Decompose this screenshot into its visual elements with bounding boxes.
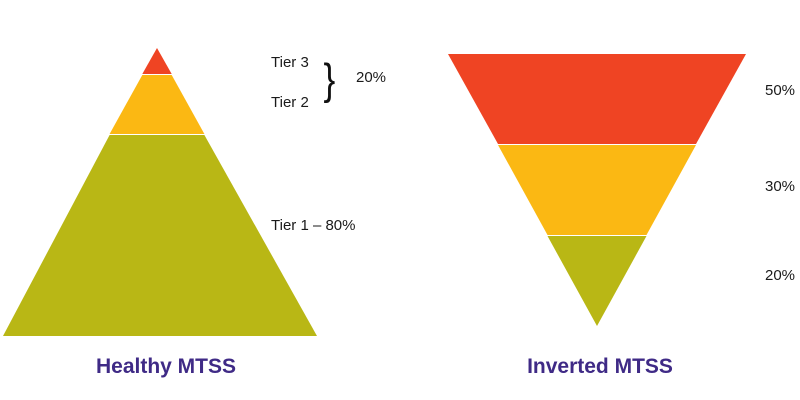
inverted-tier2-band: [498, 145, 696, 235]
tier1-label: Tier 1 – 80%: [271, 217, 356, 234]
inverted-percent-bottom: 20%: [765, 267, 796, 284]
inverted-percent-middle: 30%: [765, 178, 796, 195]
healthy-tier3-band: [142, 48, 172, 74]
brace-icon: }: [323, 55, 336, 104]
tier2-label: Tier 2: [271, 94, 309, 111]
inverted-title: Inverted MTSS: [527, 355, 673, 378]
inverted-tier3-band: [448, 54, 746, 144]
healthy-tier2-band: [109, 75, 205, 134]
healthy-title: Healthy MTSS: [95, 355, 237, 378]
inverted-percent-top: 50%: [765, 82, 796, 99]
tiers23-percent: 20%: [356, 69, 387, 86]
tier3-label: Tier 3: [271, 54, 309, 71]
healthy-tier1-band: [3, 135, 317, 336]
inverted-tier1-band: [547, 236, 647, 326]
